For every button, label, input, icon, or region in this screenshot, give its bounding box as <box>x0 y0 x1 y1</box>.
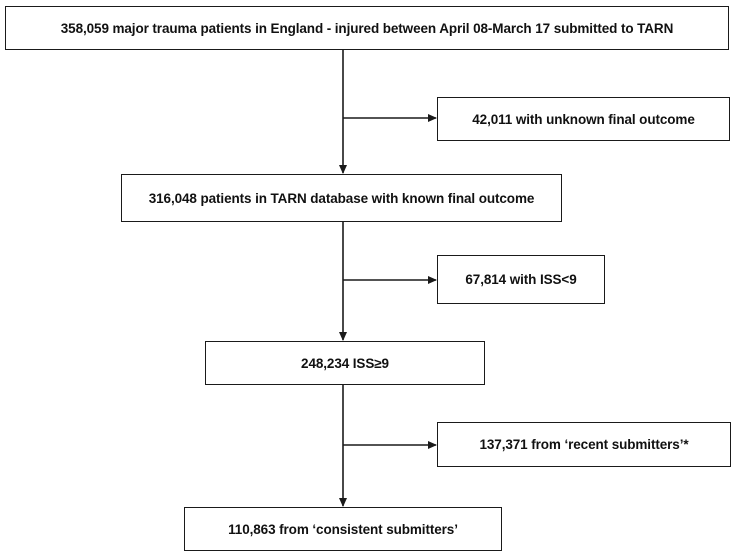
box-known-outcome-label: 316,048 patients in TARN database with k… <box>148 190 535 206</box>
box-consistent-submitters-label: 110,863 from ‘consistent submitters’ <box>228 521 458 537</box>
box-unknown-outcome-label: 42,011 with unknown final outcome <box>472 111 695 127</box>
box-consistent-submitters: 110,863 from ‘consistent submitters’ <box>184 507 502 551</box>
box-recent-submitters-label: 137,371 from ‘recent submitters’* <box>479 437 689 452</box>
box-iss-9-or-more: 248,234 ISS≥9 <box>205 341 485 385</box>
box-total-patients-label: 358,059 major trauma patients in England… <box>60 20 674 36</box>
box-iss-below-9: 67,814 with ISS<9 <box>437 255 605 304</box>
box-unknown-outcome: 42,011 with unknown final outcome <box>437 97 730 141</box>
box-recent-submitters: 137,371 from ‘recent submitters’* <box>437 422 731 467</box>
box-iss-9-or-more-label: 248,234 ISS≥9 <box>301 355 389 371</box>
box-iss-below-9-label: 67,814 with ISS<9 <box>465 272 577 287</box>
box-total-patients: 358,059 major trauma patients in England… <box>5 6 729 50</box>
box-known-outcome: 316,048 patients in TARN database with k… <box>121 174 562 222</box>
